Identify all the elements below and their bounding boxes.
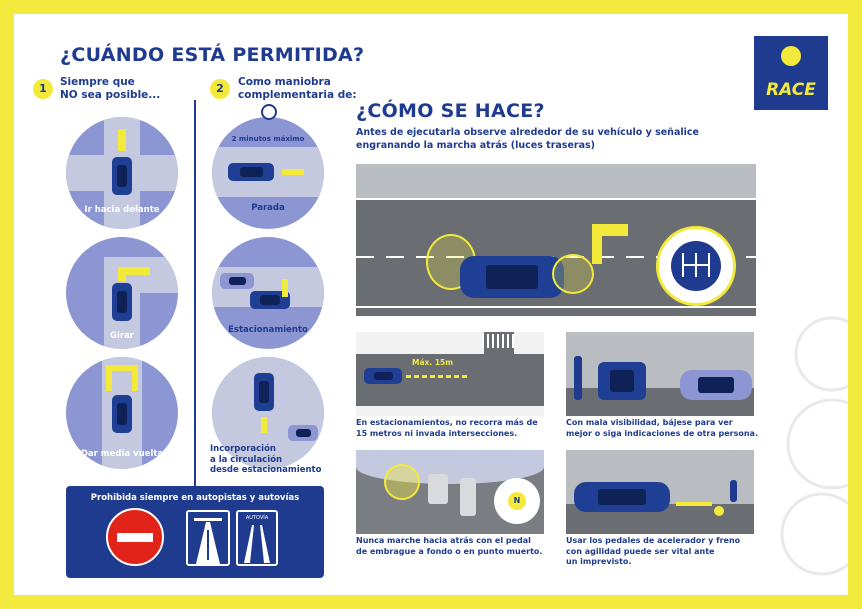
arrow-up-icon [118,129,126,151]
max-distance-label: Máx. 15m [412,358,454,367]
tip-3: Nunca marche hacia atrás con el pedal de… [356,536,542,557]
crown-icon [781,46,801,66]
arrow-up-icon [261,417,267,433]
tip-line: Nunca marche hacia atrás con el pedal [356,536,531,545]
label-line: a la circulación [210,454,283,465]
ball-icon [714,506,724,516]
parked-car-icon [220,273,254,289]
tip-line: con agilidad puede ser vital ante [566,546,715,556]
neutral-gear: N [508,492,526,510]
circle-parada: 2 minutos máximo Parada [212,117,324,229]
intro-line: Antes de ejecutarla observe alrededor de… [356,127,699,138]
circle-ir-hacia-delante: Ir hacia delante [66,117,178,229]
tip-line: En estacionamientos, no recorra más de [356,418,538,427]
left-title: ¿CUÁNDO ESTÁ PERMITIDA? [60,44,365,66]
prohibited-box: Prohibida siempre en autopistas y autoví… [66,486,324,578]
tip-line: Usar los pedales de acelerador y freno [566,536,741,545]
parked-car-icon [288,425,318,441]
prohibited-title: Prohibida siempre en autopistas y autoví… [90,493,300,503]
arrow-right-icon [282,169,304,175]
label-line: desde estacionamiento [210,465,322,475]
step-number-1: 1 [33,79,53,99]
autovia-label: AUTOVÍA [245,515,269,521]
crest-watermark [772,314,848,584]
infographic: ¿CUÁNDO ESTÁ PERMITIDA? 1 Siempre que NO… [14,14,848,595]
tip-line: de embrague a fondo o en punto muerto. [356,546,543,556]
arrow-right-icon [592,224,628,236]
tip-4: Usar los pedales de acelerador y freno c… [566,536,740,568]
race-logo-text: RACE [766,80,816,100]
race-logo: RACE [754,36,828,110]
tip-line: 15 metros ni invada intersecciones. [356,428,518,438]
motorway-sign-icon [186,510,230,566]
tip-line: un imprevisto. [566,557,632,566]
circle-label: Girar [109,331,134,341]
circle-label: Parada [251,203,285,213]
car-icon [254,373,274,411]
col1-heading-line1: Siempre que [60,76,135,88]
gear-shift-icon [656,226,736,306]
circle-label-incorporacion: Incorporación a la circulación desde est… [210,444,321,476]
step-number-2: 2 [210,79,230,99]
arrow-reverse-icon [676,502,712,506]
front-view-zone [552,254,594,294]
panel-pedals: N [356,450,544,534]
clock-icon [261,104,277,120]
timer-label: 2 minutos máximo [231,135,305,143]
child-icon [730,480,737,502]
label-line: Incorporación [210,444,276,454]
col2-heading: Como maniobra complementaria de: [238,76,357,102]
no-entry-icon [106,508,164,566]
u-turn-icon [106,365,112,391]
circle-girar: Girar [66,237,178,349]
parked-car-icon [680,370,752,400]
circle-label: Dar media vuelta [80,449,164,459]
car-icon [598,362,646,400]
panel-low-visibility [566,332,754,416]
intro-text: Antes de ejecutarla observe alrededor de… [356,126,699,152]
circle-dar-media-vuelta: Dar media vuelta [66,357,178,469]
car-icon [364,368,402,384]
circle-estacionamiento: Estacionamiento [212,237,324,349]
column-divider [194,100,196,570]
distance-arrow [406,375,468,378]
accelerator-pedal-icon [460,478,476,516]
circle-incorporacion [212,357,324,469]
col1-heading-line2: NO sea posible... [60,89,161,101]
col2-heading-line1: Como maniobra [238,76,331,88]
autovia-sign-icon: AUTOVÍA [236,510,278,566]
circle-label: Ir hacia delante [84,205,160,215]
tip-1: En estacionamientos, no recorra más de 1… [356,418,538,439]
car-icon [250,291,290,309]
car-icon [112,395,132,433]
car-icon [574,482,670,512]
brake-pedal-icon [428,474,448,504]
col2-heading-line2: complementaria de: [238,89,357,101]
tip-2: Con mala visibilidad, bájese para ver me… [566,418,758,439]
panel-parking-distance: Máx. 15m [356,332,544,416]
panel-quick-pedals [566,450,754,534]
car-icon [228,163,274,181]
intro-line: engranando la marcha atrás (luces traser… [356,140,595,151]
person-icon [574,356,582,400]
right-title: ¿CÓMO SE HACE? [356,100,545,122]
gear-shift-icon: N [494,478,540,524]
circle-label: Estacionamiento [228,325,308,335]
tip-line: Con mala visibilidad, bájese para ver [566,418,733,427]
col1-heading: Siempre que NO sea posible... [60,76,160,102]
car-icon [112,283,132,321]
clutch-highlight [384,464,420,500]
arrow-park-icon [282,279,288,297]
main-reverse-illustration [356,164,756,316]
car-icon [112,157,132,195]
car-icon [460,256,564,298]
tip-line: mejor o siga indicaciones de otra person… [566,428,758,438]
